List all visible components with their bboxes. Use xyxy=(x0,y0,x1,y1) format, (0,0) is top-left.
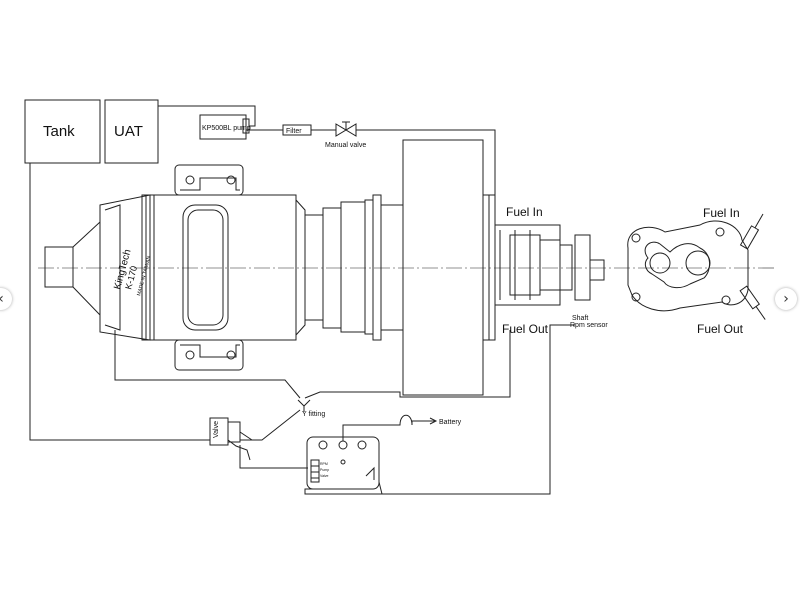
tank-label: Tank xyxy=(43,123,75,140)
previous-image-button[interactable]: ‹ xyxy=(0,288,12,310)
fuel-line-engine-y xyxy=(114,330,301,399)
battery-wire xyxy=(342,414,436,441)
uat-box xyxy=(104,99,159,164)
tank-box xyxy=(24,99,101,164)
rpm-sensor-label: Rpm sensor xyxy=(570,322,608,329)
battery-label: Battery xyxy=(439,419,462,426)
y-fitting-symbol xyxy=(297,399,311,412)
pump-box xyxy=(199,114,247,140)
shaft-label: Shaft xyxy=(572,315,588,322)
fuel-out-label-1: Fuel Out xyxy=(502,322,549,336)
ecu-port-3-label: Valve xyxy=(320,474,329,478)
valve-wire xyxy=(239,445,308,469)
fuel-in-label-1: Fuel In xyxy=(506,205,543,219)
chevron-left-icon: ‹ xyxy=(0,292,4,306)
ecu-box xyxy=(306,436,380,490)
ecu-port-1-label: RPM xyxy=(320,462,328,466)
ecu-lower-wire xyxy=(304,488,382,495)
valve-label: Valve xyxy=(213,421,220,438)
pump-label: KP500BL pump xyxy=(202,125,251,132)
fuel-line-valve-engine xyxy=(356,129,496,225)
uat-label: UAT xyxy=(114,123,143,140)
fuel-line-uat-pump xyxy=(158,105,256,127)
fuel-in-label-2: Fuel In xyxy=(703,206,740,220)
fuel-line-tank-valve xyxy=(29,163,210,441)
filter-label: Filter xyxy=(286,128,302,135)
ecu-port-2-label: Pump xyxy=(320,468,329,472)
rpm-sensor-wire xyxy=(378,324,575,495)
turbine-engine xyxy=(44,139,496,396)
chevron-right-icon: › xyxy=(783,291,789,307)
fuel-out-label-2: Fuel Out xyxy=(697,322,744,336)
manual-valve-symbol xyxy=(335,121,357,137)
next-image-button[interactable]: › xyxy=(775,288,797,310)
y-fitting-label: Y fitting xyxy=(302,411,325,418)
fuel-pump-side-view xyxy=(494,224,605,306)
manual-valve-label: Manual valve xyxy=(325,142,366,149)
fuel-pump-front-view xyxy=(627,213,766,320)
